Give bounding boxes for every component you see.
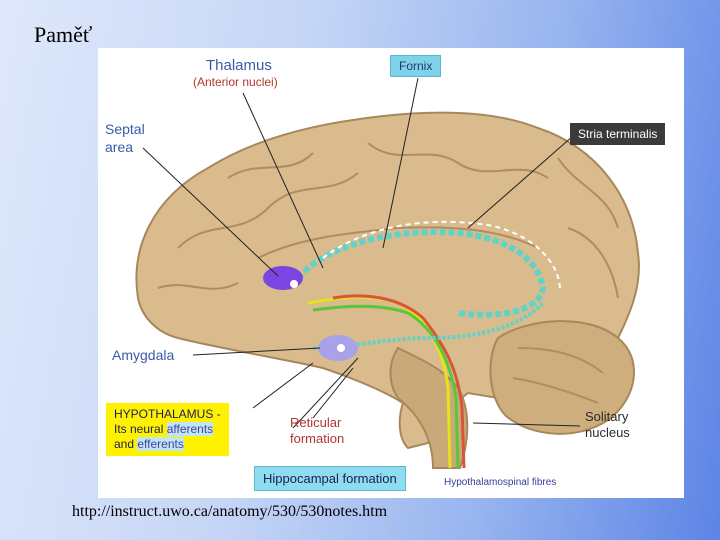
cerebellum (489, 320, 635, 435)
leader-lines (142, 77, 581, 429)
label-stria-terminalis: Stria terminalis (570, 123, 666, 145)
label-septal-area-2: area (105, 139, 134, 155)
hypothalamus-line2: Its neural afferents (114, 422, 221, 437)
brain-diagram: Thalamus (Anterior nuclei) Fornix Septal… (98, 48, 684, 498)
fiber-green (312, 304, 460, 469)
label-thalamus: Thalamus (206, 57, 272, 74)
hypothalamus-line2-prefix: Its neural (114, 422, 167, 436)
hypothalamus-line3-prefix: and (114, 437, 138, 451)
thalamus-marker (290, 280, 298, 288)
brain-illustration (135, 77, 640, 469)
hypothalamus-efferents: efferents (137, 437, 184, 451)
label-amygdala: Amygdala (112, 347, 175, 363)
amygdala-marker (337, 344, 345, 352)
hypothalamus-line1: HYPOTHALAMUS - (114, 407, 221, 421)
label-septal-area-1: Septal (105, 121, 145, 137)
label-reticular-2: formation (290, 431, 345, 446)
stria-terminalis-tract (322, 220, 561, 289)
label-reticular-1: Reticular (290, 415, 342, 430)
label-hippocampal-formation: Hippocampal formation (254, 466, 406, 491)
slide-title: Paměť (34, 22, 93, 47)
label-thalamus-sub: (Anterior nuclei) (193, 75, 278, 89)
label-solitary-2: nucleus (585, 425, 630, 440)
fornix-tract (295, 229, 547, 318)
source-url: http://instruct.uwo.ca/anatomy/530/530no… (72, 503, 388, 520)
label-fornix: Fornix (390, 55, 442, 77)
gyri-lines (157, 142, 619, 404)
label-hypothalamus: HYPOTHALAMUS - Its neural afferents and … (106, 403, 229, 456)
label-solitary-1: Solitary (585, 409, 629, 424)
hypothalamus-line3: and efferents (114, 437, 221, 452)
fiber-red (332, 294, 466, 469)
hypothalamus-afferents: afferents (166, 422, 214, 436)
label-hypothalamospinal: Hypothalamospinal fibres (444, 477, 557, 488)
